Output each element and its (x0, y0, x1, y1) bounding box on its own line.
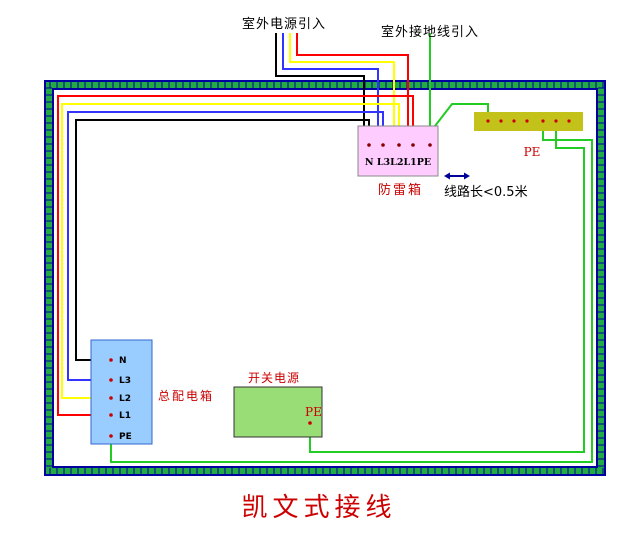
wire-outdoor-L1 (296, 33, 409, 145)
ground-bar-stud (486, 119, 490, 123)
ground-bar: PE (474, 112, 583, 159)
main-terminal-L3 (109, 378, 113, 382)
switch-power-pe-label: PE (305, 405, 322, 419)
main-terminal-label-PE: PE (119, 432, 132, 442)
spd-terminal-L2 (397, 143, 401, 147)
switch-power-pe-terminal (308, 421, 312, 425)
wires (57, 33, 593, 463)
spd-terminals (367, 143, 432, 147)
switching-power-supply: PE 开关电源 (233, 371, 323, 438)
spd-box: N L3L2L1PE (357, 125, 439, 177)
wire-L1-to-main (57, 95, 414, 416)
spd-box-label: 防雷箱 (378, 182, 423, 198)
spd-terminal-labels: N L3L2L1PE (365, 157, 431, 168)
main-box-label: 总配电箱 (158, 388, 214, 403)
ground-bar-pe-label: PE (524, 145, 541, 159)
line-length-note: 线路长<0.5米 (444, 184, 528, 200)
main-terminal-L2 (109, 396, 113, 400)
ground-bar-studs (486, 119, 571, 123)
main-terminal-N (109, 358, 113, 362)
main-box-body (90, 339, 153, 445)
wire-L3-to-main (67, 111, 384, 381)
wire-L2-to-main (61, 103, 400, 399)
spd-terminal-PE (428, 143, 432, 147)
main-terminal-PE (109, 434, 113, 438)
main-terminal-label-L1: L1 (119, 411, 131, 421)
ground-bar-stud (512, 119, 516, 123)
frame-hatch-ticks (46, 82, 604, 474)
main-distribution-box: N L3 L2 L1 PE 总配电箱 (90, 339, 214, 445)
diagram-caption: 凯文式接线 (241, 493, 396, 523)
wire-switch-PE-to-bar (309, 120, 585, 453)
main-box-terminals (109, 358, 113, 438)
outdoor-power-in-label: 室外电源引入 (242, 16, 326, 32)
length-arrow (444, 172, 470, 180)
main-terminal-label-N: N (119, 356, 127, 366)
switch-power-body (233, 386, 323, 438)
outdoor-ground-in-label: 室外接地线引入 (381, 24, 479, 40)
spd-terminal-N (367, 143, 371, 147)
spd-terminal-L3 (381, 143, 385, 147)
ground-bar-stud (525, 119, 529, 123)
wire-outdoor-L3 (282, 33, 379, 145)
wire-outdoor-N (275, 33, 365, 145)
ground-bar-stud (541, 119, 545, 123)
main-terminal-L1 (109, 413, 113, 417)
main-terminal-label-L3: L3 (119, 376, 131, 386)
switch-power-label: 开关电源 (248, 371, 300, 385)
main-terminal-label-L2: L2 (119, 394, 131, 404)
wire-main-PE-to-bar (110, 120, 593, 463)
spd-box-body (357, 125, 439, 177)
ground-bar-stud (554, 119, 558, 123)
ground-bar-stud (499, 119, 503, 123)
ground-bar-stud (567, 119, 571, 123)
spd-terminal-L1 (411, 143, 415, 147)
